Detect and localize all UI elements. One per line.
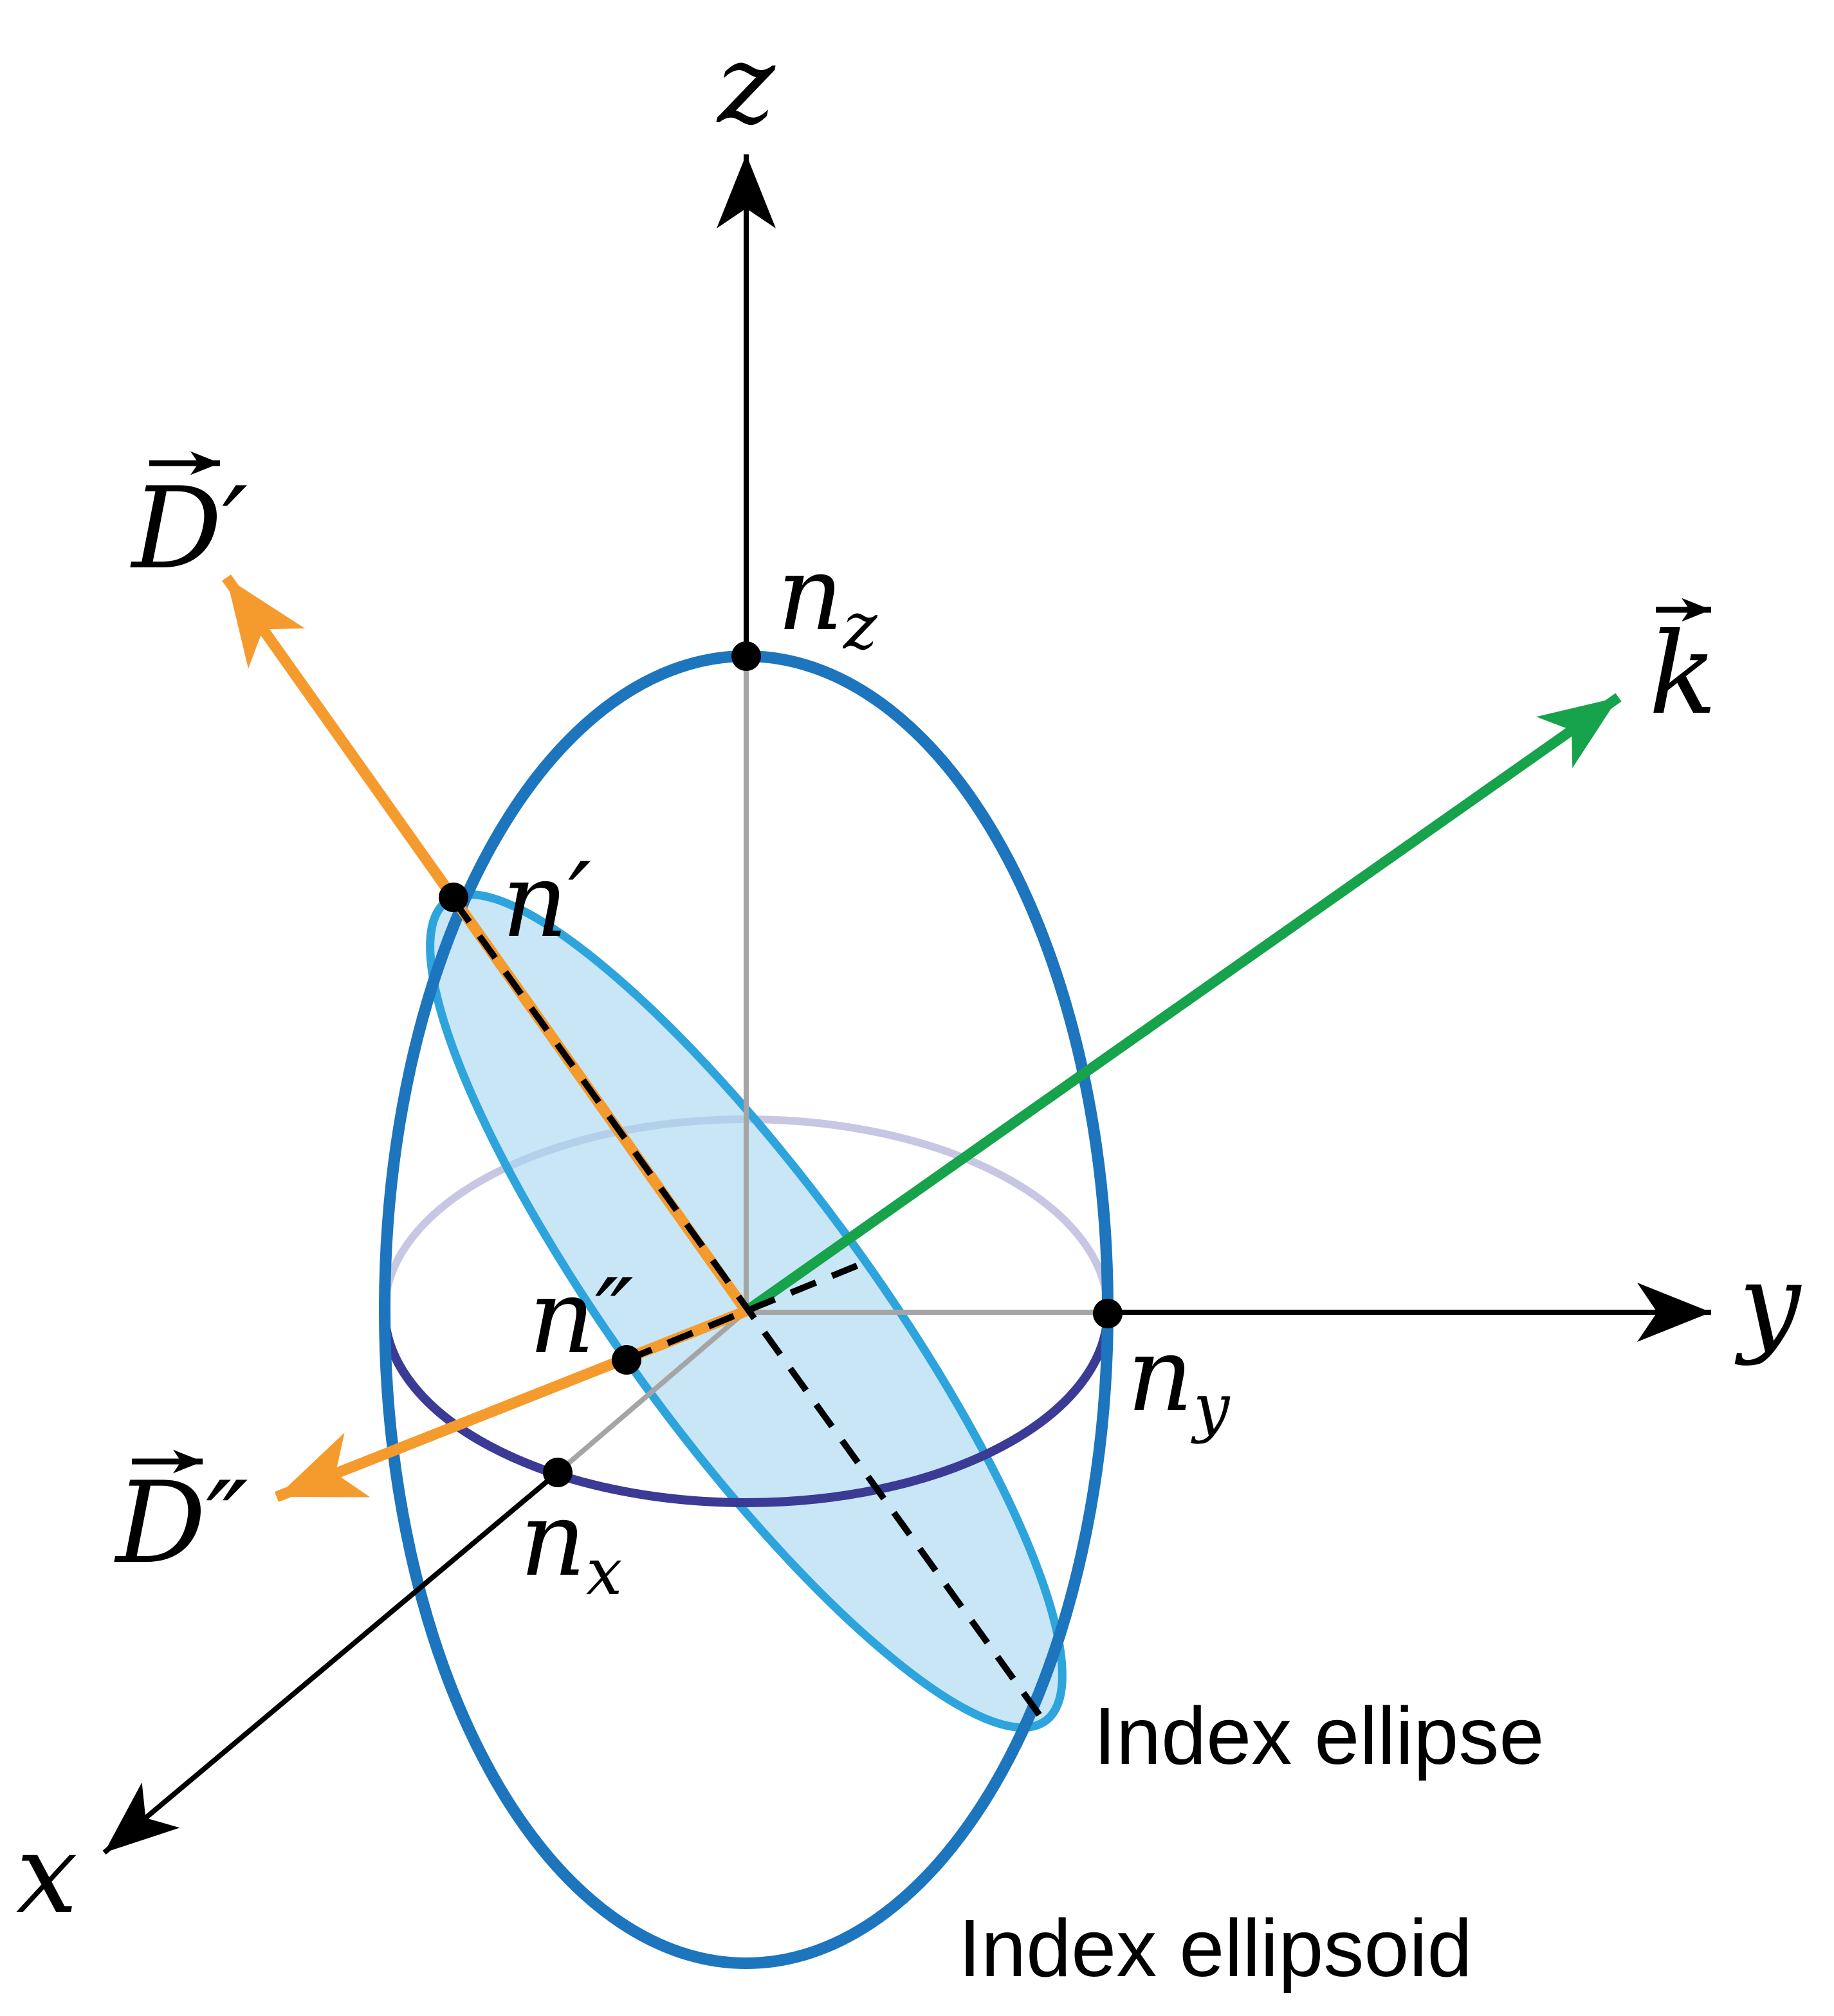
d-prime-label: D′ <box>130 464 248 594</box>
x-axis-label: x <box>16 1811 78 1938</box>
point-n-x <box>543 1458 573 1487</box>
index-ellipse-caption: Index ellipse <box>1094 1691 1544 1781</box>
n-x-label: nx <box>520 1479 622 1609</box>
n-prime-label: n′ <box>502 840 591 960</box>
index-ellipsoid-caption: Index ellipsoid <box>958 1903 1472 1993</box>
n-y-subscript: y <box>1191 1370 1231 1445</box>
n-z-label: nz <box>777 533 878 664</box>
z-axis-label: z <box>716 21 776 149</box>
x-axis-interior-segment <box>556 1308 748 1475</box>
n-double-prime-label: n″ <box>529 1256 634 1377</box>
n-z-base: n <box>777 533 843 654</box>
n-x-subscript: x <box>586 1534 622 1609</box>
k-arrow <box>743 693 1622 1315</box>
x-axis <box>102 1470 560 1855</box>
n-z-subscript: z <box>843 589 878 664</box>
n-y-label: ny <box>1127 1314 1231 1445</box>
d-double-prime-label: D″ <box>114 1458 248 1589</box>
y-axis-label: y <box>1734 1240 1802 1368</box>
point-n-prime <box>439 883 468 912</box>
equator-front-arc <box>380 1310 1112 1507</box>
point-n-y <box>1093 1299 1123 1328</box>
point-n-z <box>731 641 761 671</box>
index-ellipse-major-axis-dashed <box>450 898 1045 1721</box>
n-x-base: n <box>520 1479 586 1599</box>
n-y-base: n <box>1127 1314 1193 1434</box>
k-label: k <box>1649 609 1717 740</box>
point-n-double-prime <box>612 1345 641 1375</box>
